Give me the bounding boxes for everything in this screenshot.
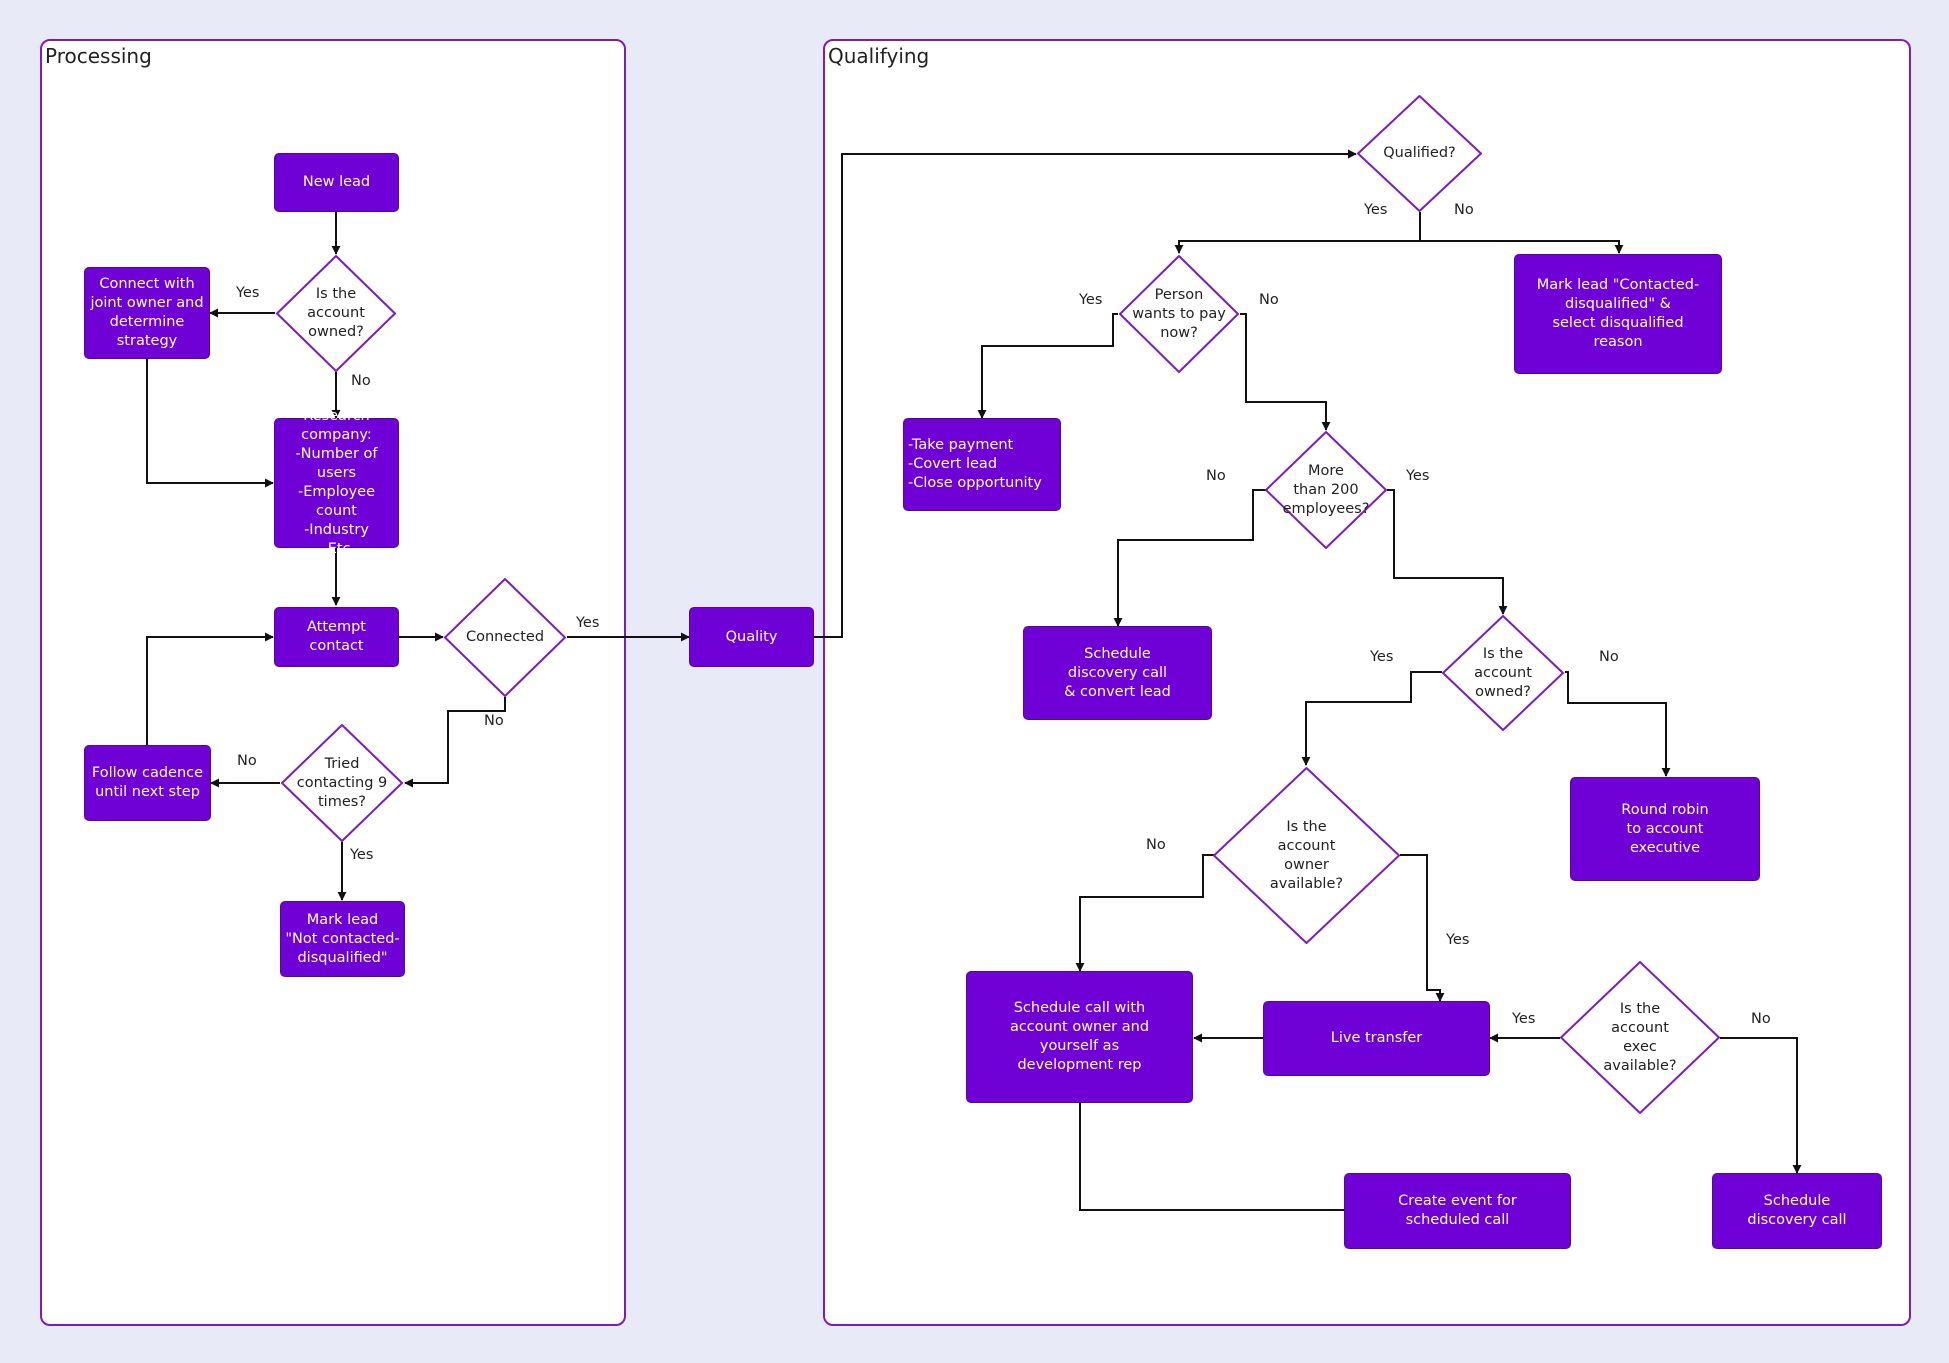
edge-owned2-owneravail-yes <box>1301 671 1442 766</box>
node-attempt-contact: Attempt contact <box>274 607 399 667</box>
label-exec-yes: Yes <box>1512 1011 1536 1027</box>
label-owned2-yes: Yes <box>1370 649 1394 665</box>
edge-qualified-pay-yes <box>1174 240 1420 254</box>
edge-connect-research <box>146 359 274 488</box>
edge-exec-schedule-no <box>1720 1037 1802 1174</box>
node-create-event: Create event for scheduled call <box>1344 1173 1571 1249</box>
node-round-robin: Round robin to account executive <box>1570 777 1760 881</box>
node-follow-cadence: Follow cadence until next step <box>84 745 211 821</box>
label-tried-no: No <box>237 753 257 769</box>
node-new-lead: New lead <box>274 153 399 212</box>
edge-owneravail-schedulecall-no <box>1075 854 1214 972</box>
decision-connected: Connected <box>443 577 567 698</box>
edge-owneravail-live-yes <box>1400 854 1445 1002</box>
label-connected-yes: Yes <box>576 615 600 631</box>
node-take-payment: -Take payment -Covert lead -Close opport… <box>903 418 1061 511</box>
edge-connected-tried-no <box>404 697 506 788</box>
label-qualified-no: No <box>1454 202 1474 218</box>
label-pay-yes: Yes <box>1079 292 1103 308</box>
label-connected-no: No <box>484 713 504 729</box>
decision-more-than-200: More than 200 employees? <box>1264 430 1388 550</box>
node-schedule-convert: Schedule discovery call & convert lead <box>1023 626 1212 720</box>
label-owned1-yes: Yes <box>236 285 260 301</box>
node-schedule-discovery: Schedule discovery call <box>1712 1173 1882 1249</box>
decision-is-account-owned-2: Is the account owned? <box>1441 614 1565 732</box>
node-live-transfer: Live transfer <box>1263 1001 1490 1076</box>
edge-schedulecall-event <box>1079 1102 1344 1211</box>
label-more200-no: No <box>1206 468 1226 484</box>
edge-qualified-disq-no <box>1420 240 1624 254</box>
edge-more200-schedule-no <box>1113 489 1266 627</box>
decision-exec-available: Is the account exec available? <box>1559 960 1721 1115</box>
edge-pay-take-yes <box>977 313 1118 419</box>
edge-owned2-roundrobin-no <box>1565 671 1671 777</box>
label-pay-no: No <box>1259 292 1279 308</box>
label-owned2-no: No <box>1599 649 1619 665</box>
label-qualified-yes: Yes <box>1364 202 1388 218</box>
node-research-company: Research company: -Number of users -Empl… <box>274 408 399 557</box>
label-owneravail-no: No <box>1146 837 1166 853</box>
label-tried-yes: Yes <box>350 847 374 863</box>
lane-qualifying: Qualifying <box>823 39 1911 1326</box>
node-mark-not-contacted: Mark lead "Not contacted- disqualified" <box>280 901 405 977</box>
node-quality: Quality <box>689 607 814 667</box>
label-exec-no: No <box>1751 1011 1771 1027</box>
decision-is-account-owned-1: Is the account owned? <box>275 254 397 373</box>
decision-tried-9-times: Tried contacting 9 times? <box>280 723 404 843</box>
label-more200-yes: Yes <box>1406 468 1430 484</box>
label-owneravail-yes: Yes <box>1446 932 1470 948</box>
decision-wants-to-pay: Person wants to pay now? <box>1118 254 1240 374</box>
node-mark-contacted-disqualified: Mark lead "Contacted- disqualified" & se… <box>1514 254 1722 374</box>
decision-owner-available: Is the account owner available? <box>1212 766 1401 945</box>
node-schedule-call-owner: Schedule call with account owner and you… <box>966 971 1193 1103</box>
edge-more200-owned2-yes <box>1387 489 1508 615</box>
decision-qualified: Qualified? <box>1356 94 1483 213</box>
node-connect-joint-owner: Connect with joint owner and determine s… <box>84 267 210 359</box>
edge-pay-more200-no <box>1240 313 1331 431</box>
lane-title-qualifying: Qualifying <box>828 44 930 68</box>
label-owned1-no: No <box>351 373 371 389</box>
edge-quality-qualified <box>814 149 1357 638</box>
edge-follow-attempt <box>146 632 274 745</box>
lane-title-processing: Processing <box>45 44 152 68</box>
